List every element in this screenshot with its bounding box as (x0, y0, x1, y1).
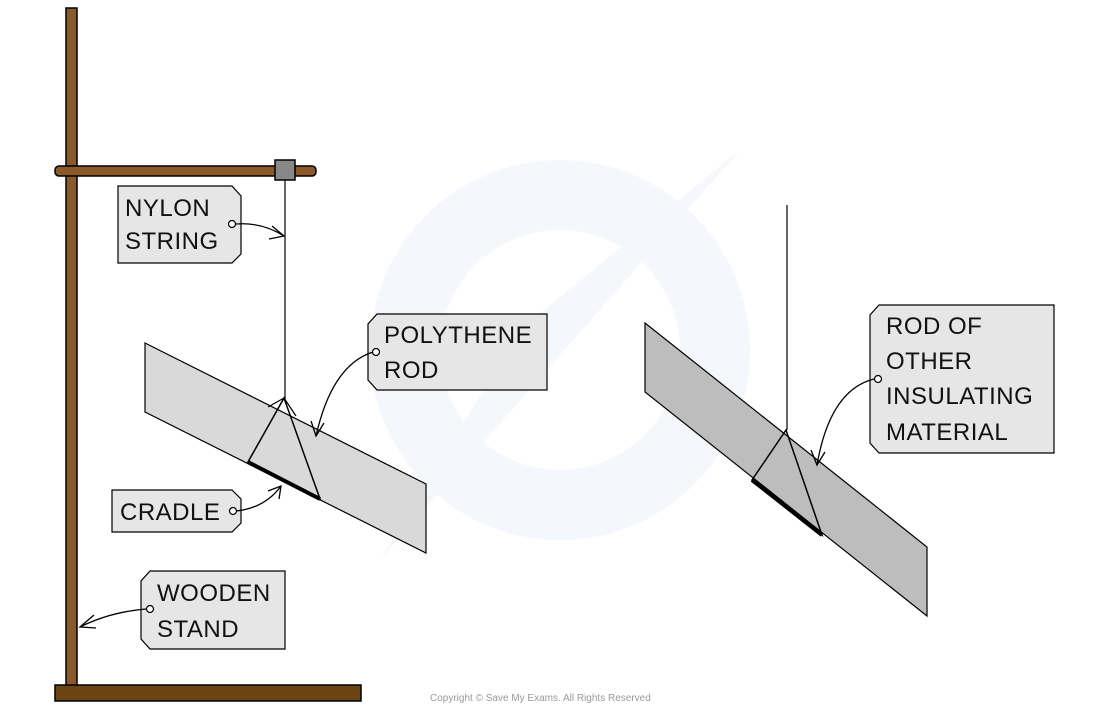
right-cradle (750, 428, 824, 538)
stand-arm (54, 165, 317, 177)
tag-wooden-line-1: WOODEN (157, 580, 271, 607)
clamp (274, 159, 296, 181)
tag-nylon-line-1: NYLON (125, 195, 210, 222)
tag-other-line-4: MATERIAL (886, 419, 1008, 446)
polythene-rod (144, 342, 427, 554)
arrow-polythene-rod (315, 351, 374, 437)
tag-other-line-2: OTHER (886, 348, 973, 375)
tag-other-line-3: INSULATING (886, 383, 1033, 410)
tag-nylon-string: NYLON STRING (117, 185, 242, 264)
arrow-wooden-stand (79, 608, 147, 628)
copyright-notice: Copyright © Save My Exams. All Rights Re… (430, 693, 651, 704)
arrow-other-rod (816, 378, 875, 466)
tag-cradle-line-1: CRADLE (120, 499, 220, 526)
arrow-cradle (235, 485, 282, 512)
tag-polythene-line-2: ROD (384, 357, 439, 384)
stand-pole (65, 7, 78, 689)
cradle (246, 396, 322, 501)
watermark-logo (370, 150, 750, 560)
stand-base (54, 684, 362, 702)
tag-polythene-rod: POLYTHENE ROD (367, 313, 548, 391)
tag-polythene-line-1: POLYTHENE (384, 322, 532, 349)
tag-nylon-line-2: STRING (125, 228, 219, 255)
other-rod (644, 321, 928, 618)
wooden-stand (54, 7, 362, 702)
arrow-nylon-string (235, 223, 285, 237)
tag-other-line-1: ROD OF (886, 313, 982, 340)
tag-wooden-stand: WOODEN STAND (140, 570, 286, 650)
tag-cradle: CRADLE (111, 489, 242, 533)
tag-other-rod: ROD OF OTHER INSULATING MATERIAL (869, 304, 1055, 454)
tag-wooden-line-2: STAND (157, 616, 239, 643)
